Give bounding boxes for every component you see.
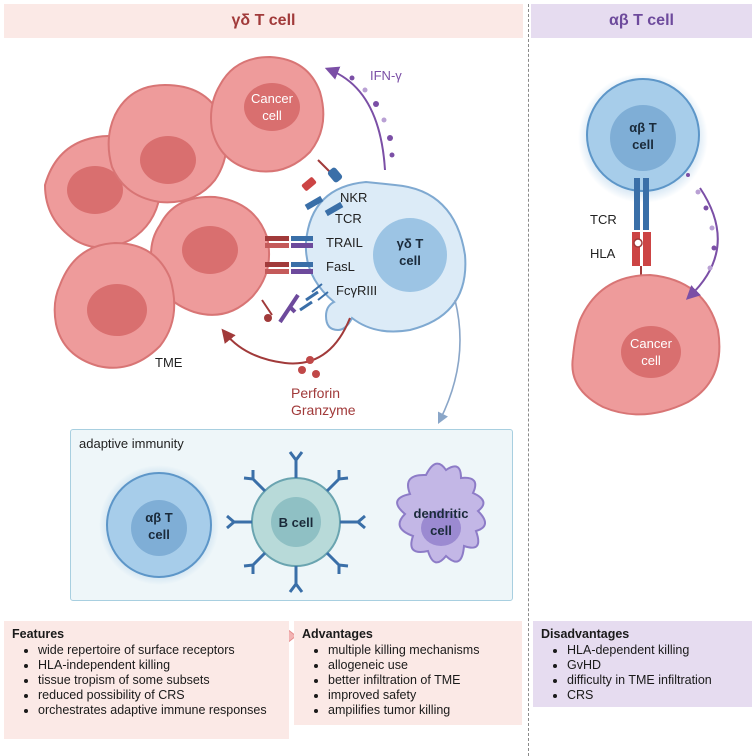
advantages-item: allogeneic use [328, 658, 514, 673]
cancer-cell-5 [53, 241, 176, 369]
advantages-item: ampilifies tumor killing [328, 703, 514, 718]
features-list: wide repertoire of surface receptors HLA… [12, 643, 281, 718]
ab-cell-right-label-line2: cell [632, 137, 654, 152]
alpha-beta-header: αβ T cell [531, 4, 752, 38]
alpha-beta-t-cell-right [578, 73, 708, 203]
receptor-nkr [301, 159, 343, 191]
dendritic-label-line2: cell [430, 523, 452, 538]
adaptive-ab-t-cell [99, 465, 219, 585]
tcr-hla-complex [632, 178, 651, 290]
cancer-cell-right [571, 273, 721, 416]
receptor-fasl [265, 262, 313, 274]
disadvantages-item: CRS [567, 688, 744, 703]
ifn-secretion [324, 66, 395, 171]
advantages-item: improved safety [328, 688, 514, 703]
label-trail: TRAIL [326, 235, 363, 250]
label-fasl: FasL [326, 259, 355, 274]
gamma-delta-title: γδ T cell [231, 12, 296, 29]
receptor-trail [265, 236, 313, 248]
adaptive-immunity-panel: adaptive immunity αβ T cell [70, 429, 513, 601]
gamma-delta-t-cell [304, 180, 467, 333]
receptor-fcgriii [261, 283, 329, 324]
disadvantages-item: HLA-dependent killing [567, 643, 744, 658]
disadvantages-title: Disadvantages [541, 627, 630, 641]
arrow-to-adaptive [437, 299, 461, 425]
label-granzyme: Granzyme [291, 402, 356, 418]
cancer-cell-right-label-line2: cell [641, 353, 661, 368]
label-ifn: IFN-γ [370, 68, 402, 83]
label-fcgriii: FcγRIII [336, 283, 378, 298]
disadvantages-box: Disadvantages HLA-dependent killing GvHD… [533, 621, 752, 707]
adaptive-ab-label-line1: αβ T [145, 510, 173, 525]
disadvantages-item: GvHD [567, 658, 744, 673]
disadvantages-list: HLA-dependent killing GvHD difficulty in… [541, 643, 744, 703]
advantages-title: Advantages [302, 627, 373, 641]
section-divider [528, 4, 529, 756]
antibody-icons [226, 451, 366, 593]
dendritic-cell [396, 462, 486, 564]
adaptive-illustration: αβ T cell B cell dendritic cell [99, 451, 486, 593]
advantages-item: multiple killing mechanisms [328, 643, 514, 658]
features-item: HLA-independent killing [38, 658, 281, 673]
receptor-tcr [304, 195, 344, 217]
cancer-cell-right-label-line1: Cancer [630, 336, 673, 351]
advantages-box: Advantages multiple killing mechanisms a… [294, 621, 522, 725]
cancer-cell-4 [150, 195, 271, 316]
ab-cell-right-label-line1: αβ T [629, 120, 657, 135]
disadvantages-item: difficulty in TME infiltration [567, 673, 744, 688]
advantages-item: better infiltration of TME [328, 673, 514, 688]
label-perforin: Perforin [291, 385, 341, 401]
cancer-cell-2 [107, 83, 228, 204]
gd-cell-label-line1: γδ T [397, 236, 424, 251]
features-item: wide repertoire of surface receptors [38, 643, 281, 658]
cancer-cell-label-line1: Cancer [251, 91, 294, 106]
cancer-cell-3 [210, 55, 325, 173]
features-item: orchestrates adaptive immune responses [38, 703, 281, 718]
perforin-release [221, 317, 351, 378]
label-hla-right: HLA [590, 246, 616, 261]
gamma-delta-header: γδ T cell [4, 4, 523, 38]
features-item: tissue tropism of some subsets [38, 673, 281, 688]
label-nkr: NKR [340, 190, 368, 205]
advantages-list: multiple killing mechanisms allogeneic u… [302, 643, 514, 718]
label-tcr: TCR [335, 211, 362, 226]
b-cell [226, 451, 366, 593]
b-cell-label: B cell [279, 515, 314, 530]
dendritic-label-line1: dendritic [414, 506, 469, 521]
cancer-cell-cluster [43, 55, 325, 369]
alpha-beta-title: αβ T cell [609, 12, 674, 29]
gd-cell-label-line2: cell [399, 253, 421, 268]
features-item: reduced possibility of CRS [38, 688, 281, 703]
label-tcr-right: TCR [590, 212, 617, 227]
cancer-cell-1 [43, 135, 162, 249]
adaptive-ab-label-line2: cell [148, 527, 170, 542]
features-box: Features wide repertoire of surface rece… [4, 621, 289, 739]
label-tme: TME [155, 355, 183, 370]
features-title: Features [12, 627, 65, 641]
adaptive-title: adaptive immunity [79, 436, 184, 451]
right-cytotoxic-arrow [685, 173, 719, 300]
cancer-cell-label-line2: cell [262, 108, 282, 123]
